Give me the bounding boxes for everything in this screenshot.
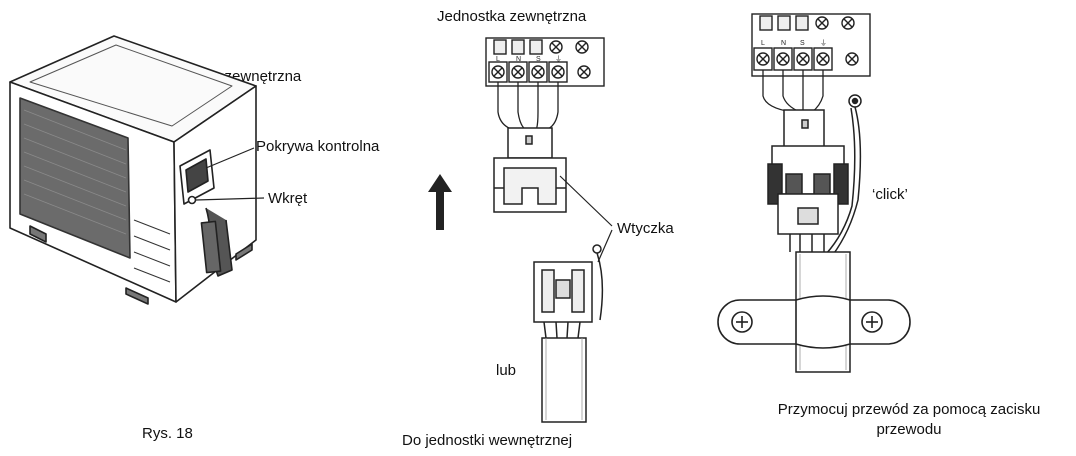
plug-leader-lines [559, 175, 613, 263]
secure-cable-caption-line1: Przymocuj przewód za pomocą zacisku [777, 401, 1041, 418]
up-arrow-icon [428, 174, 452, 230]
terminal-letter-earth-right: ⏚ [820, 39, 827, 47]
outdoor-unit-icon [9, 35, 257, 305]
leader-lines-left [195, 147, 265, 201]
plug-label: Wtyczka [617, 220, 674, 237]
terminal-letter-n: N [516, 56, 521, 63]
or-label: lub [496, 362, 517, 379]
terminal-letter-s-right: S [800, 40, 805, 47]
earth-wire [825, 94, 862, 257]
connector-plug-lower-icon [533, 244, 604, 423]
terminal-block-right-icon [751, 13, 871, 77]
terminal-letters-center: L N S ⏚ [496, 55, 562, 63]
connector-mated-icon [767, 109, 849, 252]
terminal-letter-s: S [536, 56, 541, 63]
secure-cable-caption-line2: przewodu [876, 421, 942, 438]
terminal-letters-right: L N S ⏚ [761, 39, 827, 47]
terminal-letter-n-right: N [781, 40, 786, 47]
connector-plug-icon [493, 127, 567, 213]
screw-head-icon [861, 311, 883, 333]
figure-number: Rys. 18 [142, 425, 193, 442]
terminal-letter-l-right: L [761, 40, 765, 47]
terminal-block-icon [485, 37, 605, 87]
screw-label: Wkręt [268, 190, 308, 207]
screw-head-icon [731, 311, 753, 333]
outdoor-unit-label-center: Jednostka zewnętrzna [437, 8, 587, 25]
terminal-letter-l: L [496, 56, 500, 63]
terminal-letter-earth: ⏚ [555, 55, 562, 63]
click-label: ‘click’ [872, 186, 908, 203]
to-indoor-unit-label: Do jednostki wewnętrznej [402, 432, 573, 449]
wires-center [497, 82, 559, 131]
cable-clamp-icon [717, 295, 911, 349]
control-cover-label: Pokrywa kontrolna [256, 138, 380, 155]
